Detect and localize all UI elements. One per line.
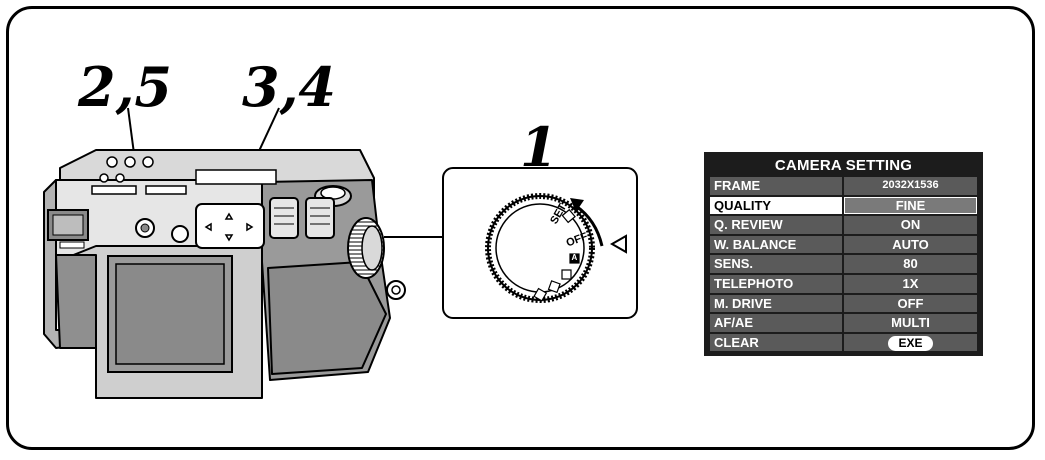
- dial-icon-mode-1: [561, 269, 572, 280]
- menu-row-label: AF/AE: [710, 314, 842, 332]
- dial-mode-icons: [533, 208, 580, 302]
- rotation-arrow: [575, 204, 604, 247]
- callout-2-5: 2,5: [78, 55, 172, 119]
- menu-row-label: SENS.: [710, 255, 842, 273]
- menu-row-value: FINE: [844, 196, 977, 215]
- secondary-button: [171, 225, 189, 243]
- left-indicator: [59, 241, 85, 249]
- top-slot-1: [91, 185, 137, 195]
- lcd-screen-inner: [115, 263, 225, 365]
- menu-row-value: 1X: [844, 274, 977, 293]
- menu-row-value: 2032X1536: [844, 177, 977, 195]
- camera-left-lower: [55, 254, 97, 349]
- menu-row-value: AUTO: [844, 235, 977, 254]
- dial-icon-mode-2: [547, 280, 561, 294]
- menu-row-label: QUALITY: [710, 196, 842, 215]
- arrow-pad: [195, 203, 265, 249]
- top-button-4: [99, 173, 109, 183]
- top-button-5: [115, 173, 125, 183]
- top-button-2: [124, 156, 136, 168]
- top-button-1: [106, 156, 118, 168]
- menu-row-label: W. BALANCE: [710, 235, 842, 254]
- top-display: [195, 169, 277, 185]
- arrow-left-icon: [204, 222, 212, 232]
- menu-row-label: Q. REVIEW: [710, 216, 842, 234]
- viewfinder-glass: [52, 214, 84, 236]
- menu-row-value: MULTI: [844, 314, 977, 332]
- top-buttons: [99, 156, 154, 183]
- strap-lug-hole: [391, 285, 401, 295]
- arrow-right-icon: [246, 222, 254, 232]
- menu-row-label: TELEPHOTO: [710, 274, 842, 293]
- side-rocker-1: [269, 197, 299, 239]
- dial-icon-set: [561, 208, 576, 224]
- rotation-arrow-head: [570, 198, 584, 212]
- arrow-pad-glyphs: [204, 212, 254, 242]
- camera-mode-dial-face: [361, 225, 383, 271]
- menu-row-sens[interactable]: SENS.80: [710, 254, 977, 274]
- menu-button-center: [140, 223, 150, 233]
- menu-row-value: ON: [844, 216, 977, 234]
- arrow-down-icon: [224, 234, 234, 242]
- arrow-up-icon: [224, 212, 234, 220]
- dial-icon-mode-3: [533, 287, 548, 302]
- diagram-frame: [6, 6, 1035, 450]
- top-button-3: [142, 156, 154, 168]
- side-rocker-2: [305, 197, 335, 239]
- exe-button[interactable]: EXE: [888, 335, 933, 351]
- dial-label-auto: A: [571, 253, 578, 262]
- dial-icon-auto: [569, 253, 580, 264]
- menu-row-value: OFF: [844, 294, 977, 313]
- menu-row-label: M. DRIVE: [710, 294, 842, 313]
- dial-index-pointer: [609, 234, 627, 254]
- grip-shadow: [267, 261, 387, 375]
- menu-row-value: 80: [844, 255, 977, 273]
- menu-row-label: FRAME: [710, 177, 842, 195]
- side-rocker-ribs: [274, 207, 330, 225]
- menu-title: CAMERA SETTING: [774, 157, 913, 174]
- callout-1: 1: [520, 115, 558, 179]
- top-slot-2: [145, 185, 187, 195]
- menu-row-label: CLEAR: [710, 333, 842, 352]
- callout-3-4: 3,4: [242, 55, 336, 119]
- menu-row-value: EXE: [844, 333, 977, 352]
- menu-row-clear[interactable]: CLEAR EXE: [710, 333, 977, 353]
